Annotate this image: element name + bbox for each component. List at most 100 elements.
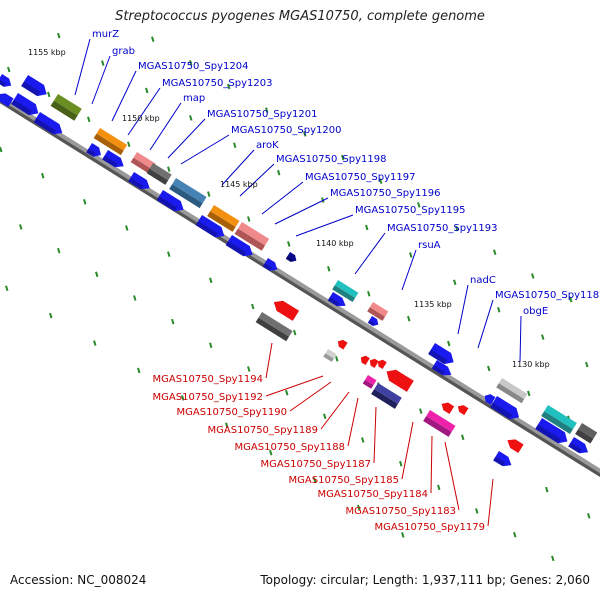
- tick-mark: [497, 306, 501, 313]
- gene-feature-29-body: [484, 394, 496, 405]
- label-reverse-4: MGAS10750_Spy1188: [235, 442, 345, 453]
- tick-mark: [513, 531, 517, 538]
- gene-feature-28-body: [431, 360, 452, 376]
- gene-feature-13-shade: [575, 429, 594, 444]
- scale-label: 1150 kbp: [122, 114, 160, 123]
- tick-mark: [225, 422, 229, 429]
- gene-feature-41: [362, 375, 377, 389]
- tick-mark: [95, 271, 99, 278]
- gene-feature-25-shadow: [327, 297, 340, 307]
- gene-feature-4-shade: [130, 157, 153, 174]
- gene-feature-23-body: [262, 258, 278, 271]
- gene-feature-17-body: [86, 143, 101, 157]
- gene-feature-1-shadow: [21, 81, 41, 97]
- tick-mark: [357, 504, 361, 511]
- label-forward-16: obgE: [523, 306, 548, 317]
- leader-reverse-1: [265, 375, 324, 397]
- gene-feature-25: [327, 292, 346, 307]
- gene-feature-24: [285, 252, 297, 262]
- tick-marks: [0, 32, 591, 562]
- gene-feature-44-body: [441, 402, 455, 414]
- gene-feature-23-shadow: [262, 263, 272, 271]
- tick-mark: [399, 460, 403, 467]
- gene-feature-9-body: [334, 280, 359, 298]
- gene-feature-3: [93, 128, 128, 156]
- label-forward-6: MGAS10750_Spy1200: [231, 125, 341, 136]
- label-reverse-7: MGAS10750_Spy1184: [318, 489, 428, 500]
- tick-mark: [277, 169, 281, 176]
- gene-feature-20-shadow: [156, 196, 178, 212]
- tick-mark: [269, 449, 273, 456]
- tick-mark: [461, 434, 465, 441]
- label-reverse-5: MGAS10750_Spy1187: [261, 459, 371, 470]
- gene-feature-6-shade: [169, 184, 203, 209]
- tick-mark: [171, 318, 175, 325]
- label-forward-2: MGAS10750_Spy1204: [138, 61, 248, 72]
- gene-feature-41-body: [365, 375, 377, 385]
- gene-feature-27: [428, 343, 454, 365]
- gene-feature-38: [369, 358, 379, 369]
- gene-feature-17: [86, 143, 101, 157]
- gene-feature-0: [0, 74, 12, 87]
- tick-mark: [87, 116, 91, 123]
- scale-label: 1140 kbp: [316, 239, 354, 248]
- gene-feature-18-shadow: [102, 155, 118, 168]
- tick-mark: [417, 202, 421, 208]
- gene-feature-1: [21, 75, 47, 97]
- gene-feature-1-body: [21, 75, 47, 97]
- gene-feature-5-shade: [146, 168, 169, 185]
- label-forward-1: grab: [112, 46, 135, 57]
- gene-feature-16: [33, 112, 63, 135]
- gene-feature-12-shade: [541, 411, 574, 435]
- gene-feature-30: [490, 396, 520, 420]
- gene-feature-26-body: [367, 316, 379, 326]
- leader-forward-4: [149, 102, 182, 151]
- gene-feature-24-shadow: [285, 256, 293, 262]
- leader-reverse-6: [401, 421, 414, 480]
- gene-feature-30-shadow: [490, 402, 513, 420]
- tick-mark: [133, 295, 137, 301]
- gene-feature-2-body: [53, 94, 82, 116]
- tick-mark: [587, 513, 591, 519]
- gene-feature-43-body: [426, 410, 456, 432]
- label-forward-11: MGAS10750_Spy1195: [355, 205, 465, 216]
- gene-feature-13-body: [578, 423, 598, 439]
- leader-forward-9: [261, 181, 304, 215]
- tick-mark: [453, 279, 457, 286]
- tick-mark: [125, 225, 129, 231]
- gene-feature-40-body: [386, 369, 414, 392]
- gene-feature-3-body: [96, 128, 128, 151]
- label-forward-15: MGAS10750_Spy1182: [495, 290, 600, 301]
- tick-mark: [47, 91, 51, 98]
- leader-forward-12: [354, 232, 386, 275]
- tick-mark: [101, 60, 105, 66]
- gene-feature-36: [337, 339, 348, 350]
- gene-feature-32-shadow: [568, 442, 582, 454]
- gene-feature-22-shadow: [225, 241, 247, 257]
- label-forward-7: aroK: [256, 140, 279, 151]
- scale-label: 1130 kbp: [512, 360, 550, 369]
- tick-mark: [181, 395, 185, 401]
- tick-mark: [475, 508, 479, 514]
- tick-mark: [251, 303, 255, 310]
- tick-mark: [367, 290, 371, 297]
- tick-mark: [437, 484, 441, 491]
- gene-feature-42: [371, 383, 402, 409]
- gene-feature-16-body: [33, 112, 63, 135]
- leader-reverse-5: [373, 406, 377, 464]
- tick-mark: [247, 366, 251, 372]
- gene-feature-13: [575, 423, 598, 444]
- tick-mark: [531, 273, 535, 279]
- tick-mark: [93, 340, 97, 346]
- gene-feature-21-body: [195, 215, 225, 238]
- leader-forward-5: [167, 118, 206, 159]
- gene-feature-33: [255, 312, 293, 342]
- tick-mark: [527, 390, 531, 397]
- tick-mark: [287, 241, 291, 247]
- leader-forward-14: [457, 284, 469, 335]
- leader-forward-2: [111, 70, 137, 122]
- tick-mark: [189, 115, 193, 121]
- gene-feature-18-body: [102, 150, 124, 168]
- label-reverse-9: MGAS10750_Spy1179: [375, 522, 485, 533]
